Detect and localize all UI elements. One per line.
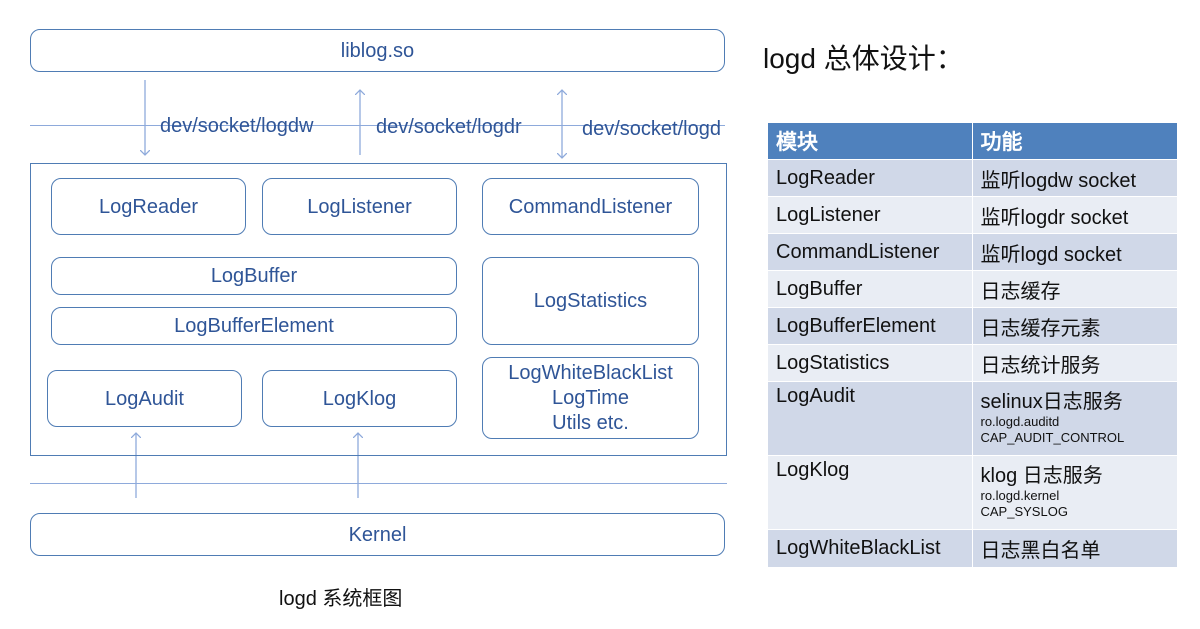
detail-text: ro.logd.kernel bbox=[980, 488, 1060, 503]
function-text: selinux日志服务 bbox=[980, 391, 1123, 413]
table-header-row: 模块 功能 bbox=[768, 123, 1178, 160]
function-cell: 监听logd socket bbox=[972, 233, 1178, 271]
function-cell: 日志统计服务 bbox=[972, 344, 1178, 382]
logbufferelement-label: LogBufferElement bbox=[174, 315, 334, 337]
logklog-box: LogKlog bbox=[262, 370, 457, 427]
module-cell: LogBuffer bbox=[768, 270, 973, 308]
kernel-label: Kernel bbox=[348, 523, 407, 546]
function-cell: selinux日志服务 ro.logd.auditd CAP_AUDIT_CON… bbox=[972, 381, 1178, 456]
detail-text: CAP_AUDIT_CONTROL bbox=[980, 430, 1125, 446]
module-cell: LogAudit bbox=[768, 381, 973, 456]
logbufferelement-box: LogBufferElement bbox=[51, 307, 457, 345]
commandlistener-box: CommandListener bbox=[482, 178, 699, 235]
module-cell: LogBufferElement bbox=[768, 307, 973, 345]
function-cell: 监听logdr socket bbox=[972, 196, 1178, 234]
module-table: 模块 功能 LogReader 监听logdw socket LogListen… bbox=[768, 123, 1178, 567]
loglistener-label: LogListener bbox=[307, 195, 412, 218]
table-row: CommandListener 监听logd socket bbox=[768, 233, 1178, 271]
logaudit-label: LogAudit bbox=[105, 387, 184, 410]
page-title: logd 总体设计： bbox=[763, 43, 964, 74]
socket-logdr-label: dev/socket/logdr bbox=[376, 116, 522, 138]
table-row: LogBufferElement 日志缓存元素 bbox=[768, 307, 1178, 345]
commandlistener-label: CommandListener bbox=[508, 195, 673, 218]
table-row: LogStatistics 日志统计服务 bbox=[768, 344, 1178, 382]
logbuffer-box: LogBuffer bbox=[51, 257, 457, 295]
logd-frame bbox=[30, 163, 727, 456]
function-cell: 监听logdw socket bbox=[972, 159, 1178, 197]
module-cell: CommandListener bbox=[768, 233, 973, 271]
module-cell: LogReader bbox=[768, 159, 973, 197]
logreader-box: LogReader bbox=[51, 178, 246, 235]
header-function: 功能 bbox=[972, 123, 1178, 160]
table-row: LogAudit selinux日志服务 ro.logd.auditd CAP_… bbox=[768, 381, 1178, 456]
lower-separator-line bbox=[30, 483, 727, 484]
logklog-label: LogKlog bbox=[322, 387, 397, 410]
detail-text: CAP_SYSLOG bbox=[980, 504, 1068, 520]
logstatistics-box: LogStatistics bbox=[482, 257, 699, 345]
table-row: LogReader 监听logdw socket bbox=[768, 159, 1178, 197]
logwhiteblacklist-label: LogWhiteBlackList bbox=[508, 361, 673, 384]
logtime-label: LogTime bbox=[551, 386, 630, 409]
function-cell: 日志缓存元素 bbox=[972, 307, 1178, 345]
upper-separator-line bbox=[30, 125, 725, 126]
module-cell: LogWhiteBlackList bbox=[768, 529, 973, 567]
module-cell: LogListener bbox=[768, 196, 973, 234]
socket-logdw-label: dev/socket/logdw bbox=[160, 115, 314, 137]
table-row: LogKlog klog 日志服务 ro.logd.kernel CAP_SYS… bbox=[768, 455, 1178, 530]
module-cell: LogKlog bbox=[768, 455, 973, 530]
logreader-label: LogReader bbox=[99, 195, 198, 218]
loglistener-box: LogListener bbox=[262, 178, 457, 235]
function-text: klog 日志服务 bbox=[980, 465, 1103, 487]
module-cell: LogStatistics bbox=[768, 344, 973, 382]
socket-logd-label: dev/socket/logd bbox=[582, 118, 721, 140]
logstatistics-label: LogStatistics bbox=[533, 290, 648, 312]
kernel-box: Kernel bbox=[30, 513, 725, 556]
diagram-caption: logd 系统框图 bbox=[279, 588, 403, 610]
liblog-label: liblog.so bbox=[340, 39, 415, 62]
function-cell: 日志黑白名单 bbox=[972, 529, 1178, 567]
utils-label: Utils etc. bbox=[552, 411, 629, 434]
logaudit-box: LogAudit bbox=[47, 370, 242, 427]
function-cell: 日志缓存 bbox=[972, 270, 1178, 308]
table-row: LogBuffer 日志缓存 bbox=[768, 270, 1178, 308]
table-row: LogWhiteBlackList 日志黑白名单 bbox=[768, 529, 1178, 567]
liblog-box: liblog.so bbox=[30, 29, 725, 72]
detail-text: ro.logd.auditd bbox=[980, 414, 1060, 429]
logbuffer-label: LogBuffer bbox=[210, 265, 298, 287]
header-module: 模块 bbox=[768, 123, 973, 160]
misc-box: LogWhiteBlackList LogTime Utils etc. bbox=[482, 357, 699, 439]
function-cell: klog 日志服务 ro.logd.kernel CAP_SYSLOG bbox=[972, 455, 1178, 530]
table-row: LogListener 监听logdr socket bbox=[768, 196, 1178, 234]
